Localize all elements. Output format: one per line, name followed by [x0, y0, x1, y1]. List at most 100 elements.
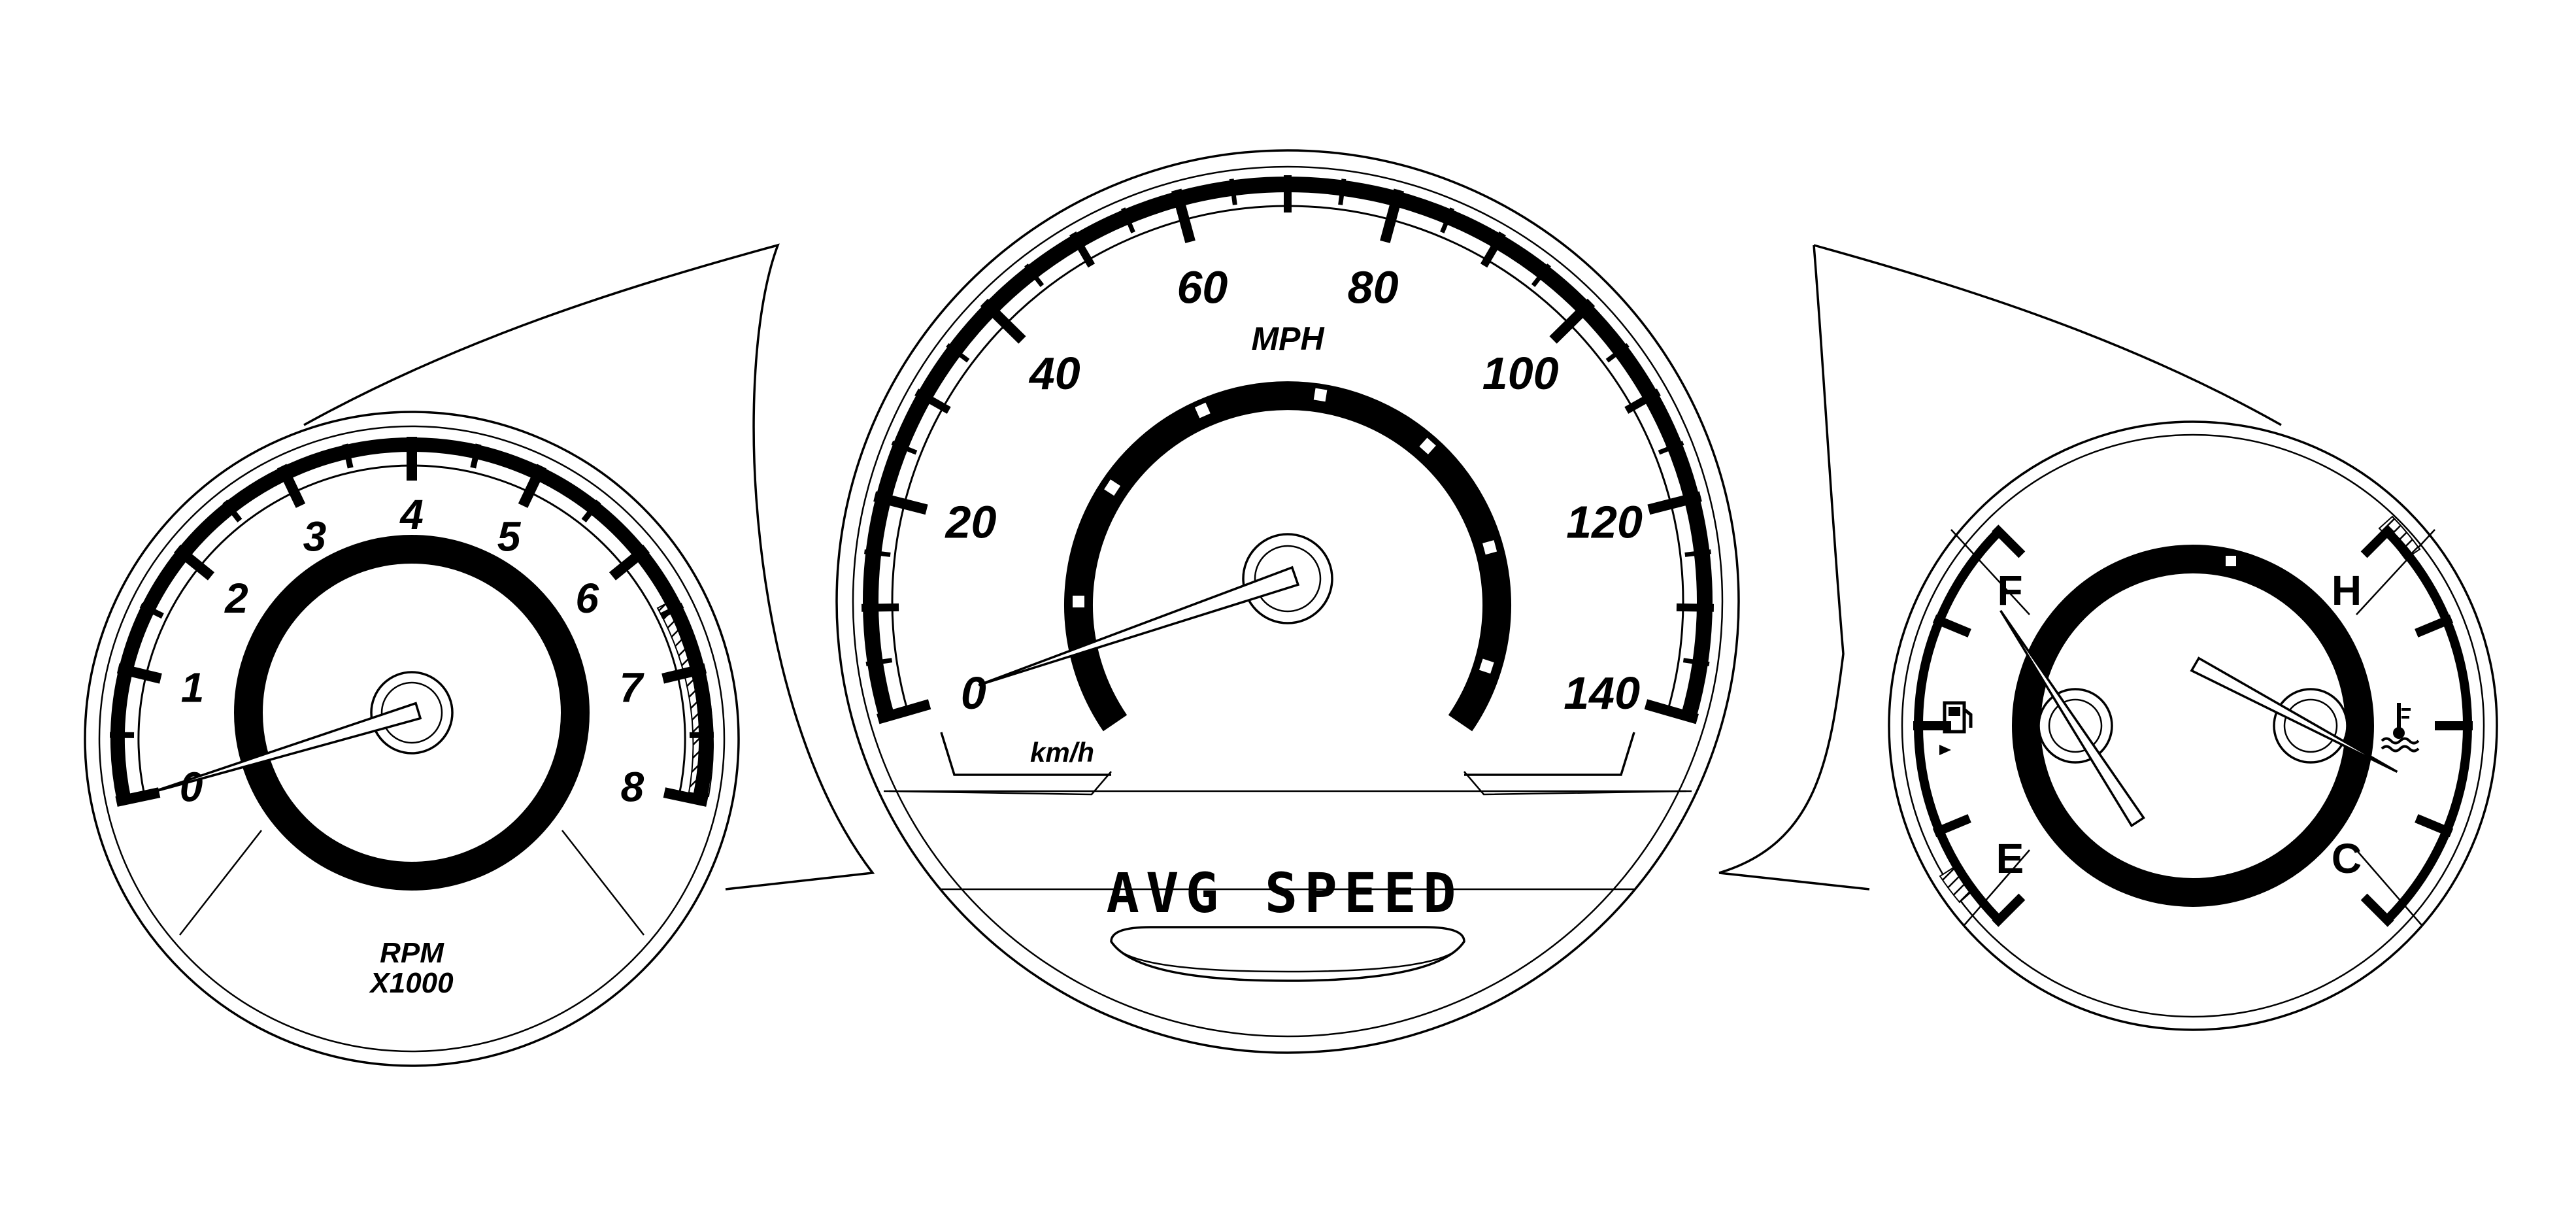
fuel-tick — [1932, 614, 1971, 638]
tach-label-4: 4 — [399, 491, 424, 538]
speedo-label-20: 20 — [945, 497, 997, 548]
speedo-label-0: 0 — [961, 668, 986, 719]
speedo-major-tick — [1549, 298, 1596, 344]
temp-tick — [2415, 814, 2454, 838]
speedo-minor-tick — [861, 603, 899, 612]
temp-scale-marker — [2226, 556, 2236, 566]
speedo-minor-tick — [1658, 441, 1684, 455]
speedo-minor-tick — [1624, 388, 1661, 414]
speedo-major-tick — [877, 699, 931, 724]
tach-label-6: 6 — [575, 575, 599, 622]
speedo-needle — [978, 566, 1300, 687]
speedo-major-tick — [980, 298, 1026, 344]
tach-label-8: 8 — [621, 764, 644, 811]
tach-label-3: 3 — [303, 513, 327, 560]
speedo-arc-marker — [1073, 596, 1084, 607]
speedo-minor-tick — [1440, 207, 1454, 233]
speedo-label-60: 60 — [1177, 262, 1228, 313]
speedo-label-80: 80 — [1348, 262, 1399, 313]
fuel-tick — [1992, 893, 2026, 927]
tach-minor-tick — [342, 443, 354, 469]
cluster-housing — [303, 243, 2282, 891]
speedo-minor-tick — [891, 441, 918, 455]
display-lens — [1110, 926, 1465, 982]
fuel-temp-tick-marks — [1913, 524, 2473, 927]
speedo-minor-tick — [1480, 231, 1506, 268]
speedo-minor-tick — [1229, 178, 1237, 205]
speedo-arc-markers — [1073, 388, 1497, 773]
speedo-label-100: 100 — [1482, 348, 1559, 399]
tach-label-7: 7 — [620, 664, 645, 711]
tach-unit-rpm: RPM — [380, 937, 444, 969]
speedo-minor-tick — [1605, 343, 1630, 363]
speedo-arc-marker — [1411, 756, 1428, 773]
tach-minor-tick — [139, 602, 164, 619]
tach-major-tick — [661, 663, 707, 684]
fuel-tick — [1992, 524, 2026, 558]
speedo-minor-tick — [914, 388, 951, 414]
speedo-major-tick — [873, 491, 928, 515]
speedo-minor-tick — [1069, 231, 1096, 268]
temp-hot-label: H — [2332, 567, 2362, 614]
speedo-arc-marker — [1419, 437, 1436, 454]
speedo-minor-tick — [1682, 658, 1710, 667]
tach-tick-marks — [109, 437, 714, 807]
tach-major-tick — [609, 545, 650, 581]
tach-major-tick — [276, 464, 306, 508]
tach-minor-tick — [581, 500, 601, 523]
speedo-major-tick — [1647, 491, 1702, 515]
speedo-minor-tick — [1531, 264, 1551, 287]
fuel-temp-gauge: F E H C — [1888, 420, 2498, 1031]
tach-label-1: 1 — [181, 664, 205, 711]
speedo-minor-tick — [1676, 603, 1715, 612]
tach-major-tick — [116, 663, 162, 684]
tach-minor-tick — [470, 443, 482, 469]
speedo-label-140: 140 — [1564, 668, 1640, 719]
tach-major-tick — [663, 787, 709, 807]
speedo-minor-tick — [1024, 264, 1045, 287]
temp-needle — [2190, 656, 2398, 773]
speedo-unit-mph: MPH — [1251, 320, 1324, 357]
tach-needle — [148, 702, 422, 794]
speedo-tick-marks — [861, 175, 1715, 724]
tach-inner-ring — [234, 535, 590, 891]
tach-minor-tick — [660, 602, 684, 619]
speedo-arc-marker — [1104, 479, 1121, 496]
speedo-major-tick — [1644, 699, 1699, 724]
trip-display-text: AVG SPEED — [1106, 861, 1462, 925]
speedo-major-tick — [1380, 188, 1405, 243]
speedo-unit-kmh: km/h — [1030, 737, 1094, 768]
fuel-tick — [1932, 814, 1971, 838]
speedo-minor-tick — [864, 549, 891, 557]
temp-tick — [2415, 614, 2454, 638]
tach-label-0: 0 — [180, 764, 203, 811]
speedo-arc-marker — [1194, 402, 1211, 418]
coolant-temperature-icon — [2381, 703, 2420, 753]
speedo-label-120: 120 — [1566, 497, 1643, 548]
speedo-minor-tick — [946, 343, 970, 363]
temp-tick — [2360, 524, 2394, 558]
tach-major-tick — [173, 545, 215, 581]
tach-unit-multiplier: X1000 — [368, 967, 454, 999]
speedo-minor-tick — [865, 658, 893, 667]
speedo-arc-marker — [1313, 388, 1328, 402]
speedo-minor-tick — [1338, 178, 1347, 205]
fuel-pump-icon — [1939, 701, 1973, 755]
fuel-full-label: F — [1997, 567, 2022, 614]
speedometer: 0 20 40 60 80 100 120 140 MPH km/h AVG SPEED — [835, 149, 1740, 1054]
tach-major-tick — [115, 787, 161, 807]
speedo-minor-tick — [1121, 207, 1135, 233]
speedo-scale-band — [863, 177, 1713, 719]
speedo-arc-marker — [1479, 658, 1494, 674]
fuel-temp-inner-ring — [2012, 545, 2374, 907]
tach-label-5: 5 — [497, 513, 522, 560]
fuel-needle — [1999, 609, 2145, 828]
tach-minor-tick — [222, 500, 243, 523]
speedo-arc-marker — [1482, 540, 1497, 555]
speedo-label-40: 40 — [1028, 348, 1080, 399]
temp-cold-label: C — [2332, 835, 2362, 882]
temp-tick — [2360, 893, 2394, 927]
